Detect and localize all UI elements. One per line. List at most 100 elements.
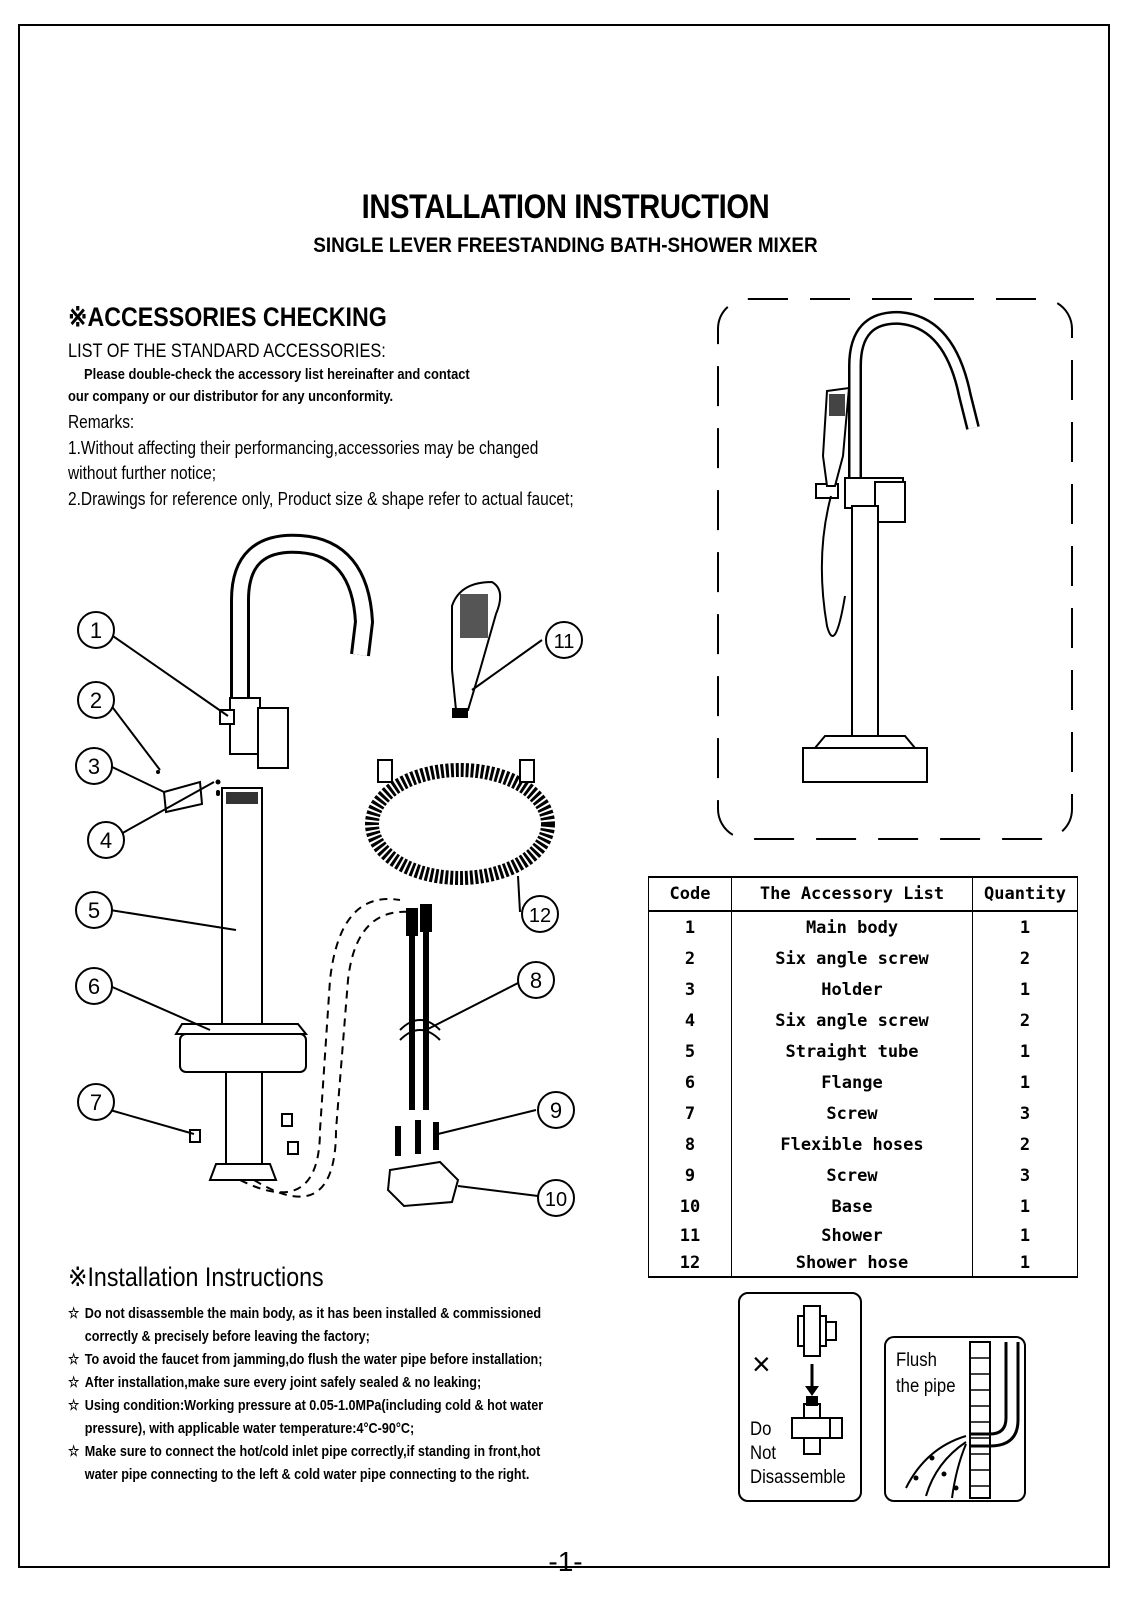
callout-7: 7	[77, 1083, 115, 1121]
svg-text:6: 6	[88, 974, 100, 999]
cell-code: 1	[648, 911, 732, 943]
remark-1-line-1: 1.Without affecting their performancing,…	[68, 438, 539, 458]
cell-qty: 2	[972, 1005, 1078, 1036]
callout-4: 4	[87, 821, 125, 859]
cell-name: Flange	[731, 1067, 973, 1098]
header-quantity: Quantity	[972, 876, 1078, 912]
instruction-item-continued: water pipe connecting to the left & cold…	[84, 1466, 530, 1483]
remark-1-line-2: without further notice;	[68, 463, 217, 483]
cell-qty: 2	[972, 1129, 1078, 1160]
note-line-1: Please double-check the accessory list h…	[84, 366, 470, 383]
cell-code: 10	[648, 1191, 732, 1222]
cell-name: Straight tube	[731, 1036, 973, 1067]
cell-code: 11	[648, 1222, 732, 1249]
header-code: Code	[648, 876, 732, 912]
do-not-disassemble-box: × Do Not Disassemble	[738, 1292, 862, 1502]
instruction-list: ☆Do not disassemble the main body, as it…	[68, 1302, 543, 1486]
star-icon: ☆	[68, 1374, 80, 1391]
callout-3: 3	[75, 747, 113, 785]
cell-qty: 2	[972, 943, 1078, 974]
star-icon: ☆	[68, 1305, 80, 1322]
cell-name: Shower hose	[731, 1249, 973, 1278]
disassemble-icon	[791, 1305, 843, 1455]
cell-name: Six angle screw	[731, 943, 973, 974]
warning-text: Do Not Disassemble	[750, 1419, 846, 1488]
instruction-item: ☆Make sure to connect the hot/cold inlet…	[68, 1440, 543, 1463]
remark-2: 2.Drawings for reference only, Product s…	[68, 489, 574, 509]
svg-text:10: 10	[545, 1189, 567, 1211]
cell-code: 7	[648, 1098, 732, 1129]
cell-qty: 1	[972, 1222, 1078, 1249]
instruction-item: ☆Do not disassemble the main body, as it…	[68, 1302, 543, 1325]
cell-qty: 1	[972, 1067, 1078, 1098]
callout-8: 8	[517, 961, 555, 999]
cell-qty: 3	[972, 1098, 1078, 1129]
star-icon: ☆	[68, 1443, 80, 1460]
instruction-item: ☆After installation,make sure every join…	[68, 1371, 543, 1394]
accessories-heading: ※ACCESSORIES CHECKING	[68, 302, 387, 332]
callout-10: 10	[537, 1179, 575, 1217]
svg-text:3: 3	[88, 754, 100, 779]
cell-name: Holder	[731, 974, 973, 1005]
cross-icon: ×	[752, 1346, 771, 1382]
flush-text: Flush the pipe	[896, 1350, 956, 1397]
callout-1: 1	[77, 611, 115, 649]
cell-code: 12	[648, 1249, 732, 1278]
cell-name: Main body	[731, 911, 973, 943]
cell-code: 4	[648, 1005, 732, 1036]
flush-pipe-box: Flush the pipe	[884, 1336, 1026, 1502]
star-icon: ☆	[68, 1351, 80, 1368]
cell-qty: 1	[972, 1191, 1078, 1222]
cell-code: 2	[648, 943, 732, 974]
cell-code: 9	[648, 1160, 732, 1191]
instruction-item-continued: correctly & precisely before leaving the…	[84, 1328, 370, 1345]
svg-text:12: 12	[529, 905, 551, 927]
svg-text:9: 9	[550, 1098, 562, 1123]
instruction-item-continued: pressure), with applicable water tempera…	[84, 1420, 415, 1437]
svg-text:1: 1	[90, 618, 102, 643]
instruction-item: ☆To avoid the faucet from jamming,do flu…	[68, 1348, 543, 1371]
page-title: INSTALLATION INSTRUCTION	[361, 188, 770, 226]
product-preview-drawing	[717, 298, 1073, 840]
callout-11: 11	[545, 621, 583, 659]
note-line-2: our company or our distributor for any u…	[68, 388, 394, 405]
cell-name: Six angle screw	[731, 1005, 973, 1036]
cell-qty: 1	[972, 1249, 1078, 1278]
svg-text:11: 11	[554, 631, 575, 653]
callout-5: 5	[75, 891, 113, 929]
flush-pipe-icon	[905, 1341, 1020, 1499]
svg-text:4: 4	[100, 828, 112, 853]
cell-name: Flexible hoses	[731, 1129, 973, 1160]
callout-2: 2	[77, 681, 115, 719]
cell-qty: 1	[972, 1036, 1078, 1067]
cell-qty: 3	[972, 1160, 1078, 1191]
header-accessory-list: The Accessory List	[731, 876, 973, 912]
installation-heading: ※Installation Instructions	[68, 1262, 324, 1292]
cell-name: Screw	[731, 1160, 973, 1191]
page-number: -1-	[548, 1546, 583, 1577]
instruction-item: ☆Using condition:Working pressure at 0.0…	[68, 1394, 543, 1417]
cell-code: 3	[648, 974, 732, 1005]
cell-qty: 1	[972, 974, 1078, 1005]
svg-text:2: 2	[90, 688, 102, 713]
callout-9: 9	[537, 1091, 575, 1129]
callout-12: 12	[521, 895, 559, 933]
svg-text:5: 5	[88, 898, 100, 923]
callout-6: 6	[75, 967, 113, 1005]
cell-name: Base	[731, 1191, 973, 1222]
cell-code: 8	[648, 1129, 732, 1160]
cell-qty: 1	[972, 911, 1078, 943]
svg-text:7: 7	[90, 1090, 102, 1115]
star-icon: ☆	[68, 1397, 80, 1414]
